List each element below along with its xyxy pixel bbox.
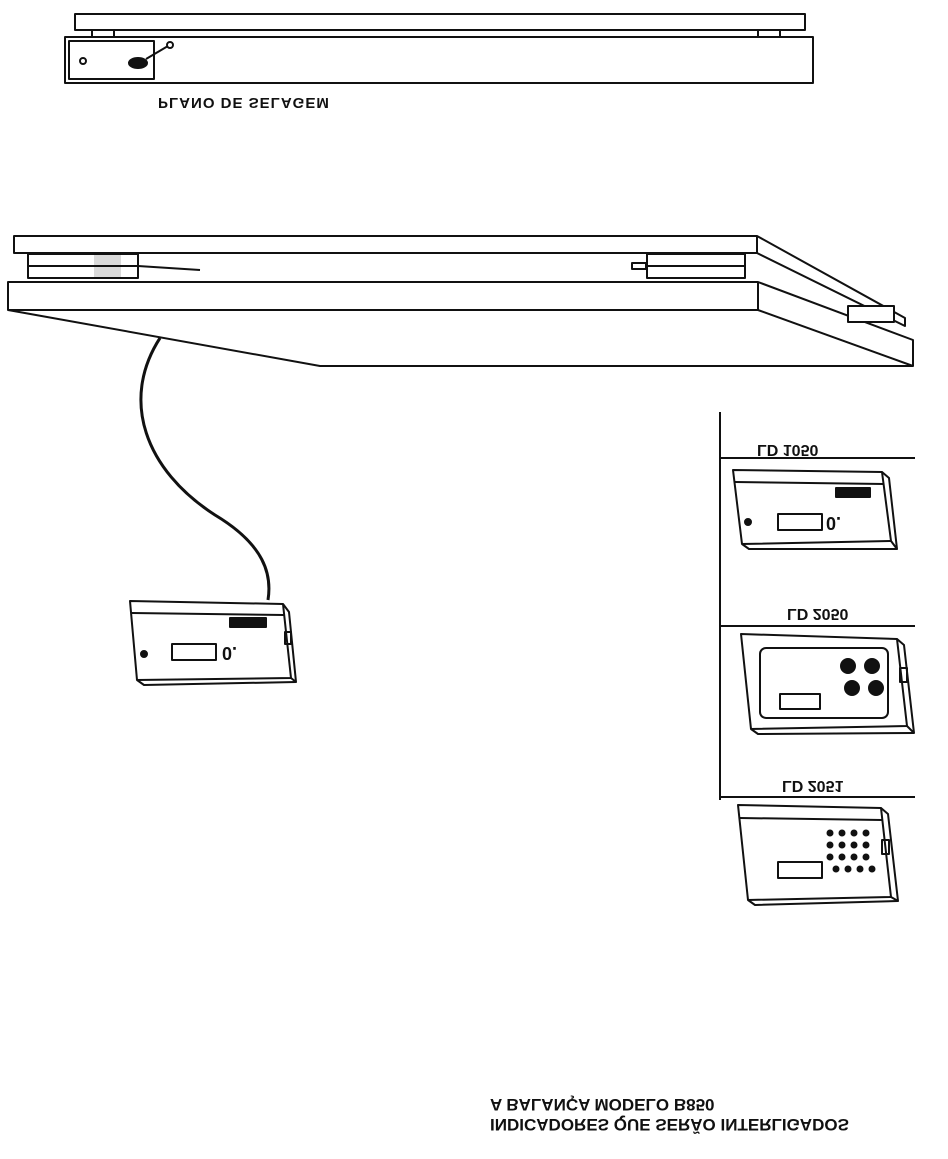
indicator-ld2050 [740,633,915,735]
model-label-ld1050: LD 1050 [757,441,819,458]
indicator-ld2051 [737,804,899,906]
connected-indicator: 0. [129,600,297,686]
seal-plan-platform [64,13,814,84]
caption-line-2: A BALANÇA MODELO B850 [490,1095,715,1114]
seal-plan-label: PLANO DE SELAGEM [158,94,330,111]
scale-platform [7,235,914,367]
drawing-caption: INDICADORES QUE SERÃO INTERLIGADOS A BAL… [490,1094,849,1134]
indicator-ld1050: 0. [732,469,898,550]
connection-cable [139,337,271,601]
indicator-panel-frame [719,412,915,800]
svg-text:0.: 0. [222,643,237,663]
model-label-ld2051: LD 2051 [782,777,844,794]
svg-text:0.: 0. [826,513,841,533]
caption-line-1: INDICADORES QUE SERÃO INTERLIGADOS [490,1115,849,1134]
model-label-ld2050: LD 2050 [787,605,849,622]
